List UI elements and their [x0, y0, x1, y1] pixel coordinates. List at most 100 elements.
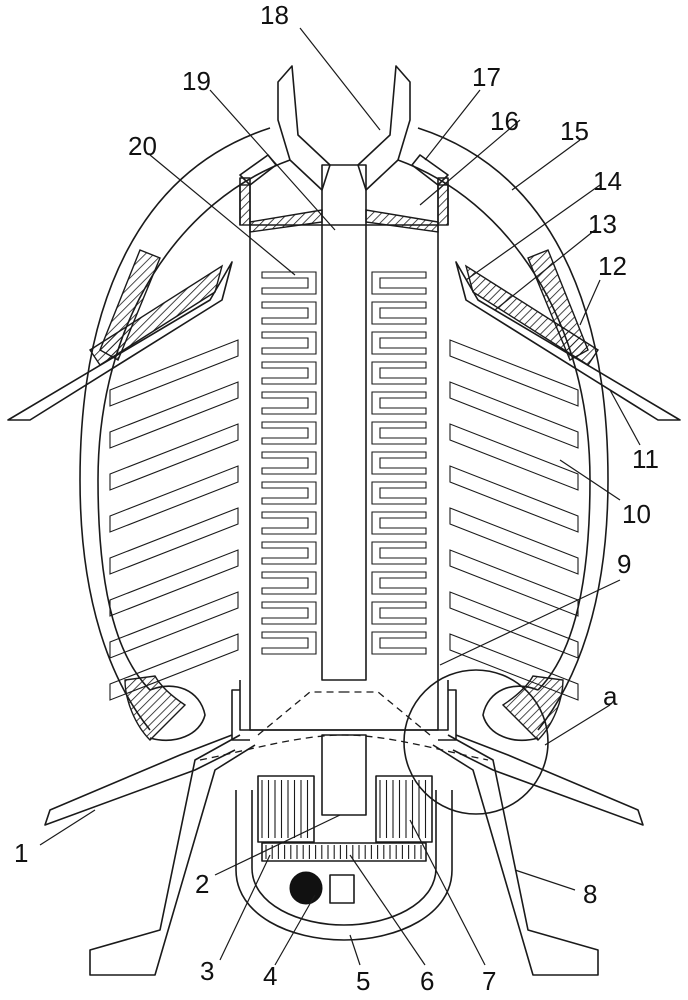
fin-right: [371, 361, 427, 385]
fin-right: [371, 331, 427, 355]
drive-belt: [261, 842, 427, 862]
right-fin-array: [371, 271, 427, 655]
shell-hatch-right-top: [527, 249, 589, 361]
fin-left: [261, 451, 317, 475]
right-antenna: [357, 65, 411, 191]
left-tab: [239, 154, 277, 186]
right-arm: [452, 734, 644, 826]
gear-housing: [235, 790, 453, 941]
fin-right: [371, 601, 427, 625]
motor: [289, 871, 323, 905]
label-8: 8: [583, 879, 597, 909]
louver-right: [449, 381, 579, 449]
louver-left: [109, 507, 239, 575]
leader-lines: [39, 27, 641, 966]
right-leg: [432, 734, 599, 976]
louver-right: [449, 633, 579, 701]
fin-left: [261, 391, 317, 415]
louver-left: [109, 633, 239, 701]
left-deflector: [249, 209, 323, 233]
left-louvers: [109, 339, 239, 701]
fin-left: [261, 331, 317, 355]
fin-right: [371, 301, 427, 325]
fin-left: [261, 271, 317, 295]
inner-shell: [97, 159, 591, 691]
label-18: 18: [260, 0, 289, 30]
fin-left: [261, 511, 317, 535]
label-13: 13: [588, 209, 617, 239]
louver-right: [449, 423, 579, 491]
fin-right: [371, 541, 427, 565]
detail-circle-a: [403, 669, 549, 815]
lower-funnel: [239, 680, 449, 731]
fin-left: [261, 301, 317, 325]
left-arm: [44, 734, 236, 826]
funnel-left-lip: [231, 689, 250, 741]
left-fin-array: [261, 271, 317, 655]
gear-shaft: [321, 734, 367, 816]
fin-right: [371, 571, 427, 595]
label-12: 12: [598, 251, 627, 281]
right-louvers: [449, 339, 579, 701]
label-11: 11: [632, 444, 659, 474]
label-15: 15: [560, 116, 589, 146]
label-9: 9: [617, 549, 631, 579]
label-a: a: [603, 681, 618, 711]
fin-left: [261, 541, 317, 565]
label-5: 5: [356, 966, 370, 996]
label-19: 19: [182, 66, 211, 96]
label-17: 17: [472, 62, 501, 92]
central-shaft: [321, 190, 367, 681]
fin-right: [371, 511, 427, 535]
gear-teeth: [261, 780, 427, 838]
right-joint: [482, 685, 539, 742]
funnel-right-lip: [438, 689, 457, 741]
shell-hatch-left-top: [99, 249, 161, 361]
label-16: 16: [490, 106, 519, 136]
funnel-dash-bottom: [199, 734, 489, 761]
left-joint: [149, 685, 206, 742]
fin-right: [371, 631, 427, 655]
funnel-dash-top: [257, 691, 431, 736]
label-1: 1: [14, 838, 28, 868]
label-6: 6: [420, 966, 434, 996]
louver-left: [109, 423, 239, 491]
fin-left: [261, 361, 317, 385]
louver-right: [449, 339, 579, 407]
right-tab: [411, 154, 449, 186]
label-4: 4: [263, 961, 277, 991]
motor-box: [329, 874, 355, 904]
fin-right: [371, 271, 427, 295]
left-antenna: [277, 65, 331, 191]
fin-left: [261, 421, 317, 445]
left-wing-hatch: [89, 264, 224, 366]
louver-left: [109, 549, 239, 617]
fin-right: [371, 481, 427, 505]
louver-right: [449, 465, 579, 533]
fin-right: [371, 391, 427, 415]
fin-right: [371, 451, 427, 475]
left-flange-hatch: [239, 184, 251, 226]
label-10: 10: [622, 499, 651, 529]
label-2: 2: [195, 869, 209, 899]
label-14: 14: [593, 166, 622, 196]
louver-right: [449, 507, 579, 575]
fin-left: [261, 481, 317, 505]
fin-left: [261, 601, 317, 625]
label-3: 3: [200, 956, 214, 986]
fin-left: [261, 571, 317, 595]
shell-hatch-left-bottom: [124, 675, 187, 741]
right-wing-hatch: [464, 264, 599, 366]
label-20: 20: [128, 131, 157, 161]
gear-housing-inner: [251, 790, 437, 926]
fin-right: [371, 421, 427, 445]
left-gear: [257, 775, 315, 843]
louver-left: [109, 591, 239, 659]
louver-right: [449, 549, 579, 617]
louver-left: [109, 465, 239, 533]
top-inlet: [321, 164, 367, 190]
louver-left: [109, 339, 239, 407]
shell-hatch-right-bottom: [501, 675, 564, 741]
louver-left: [109, 381, 239, 449]
